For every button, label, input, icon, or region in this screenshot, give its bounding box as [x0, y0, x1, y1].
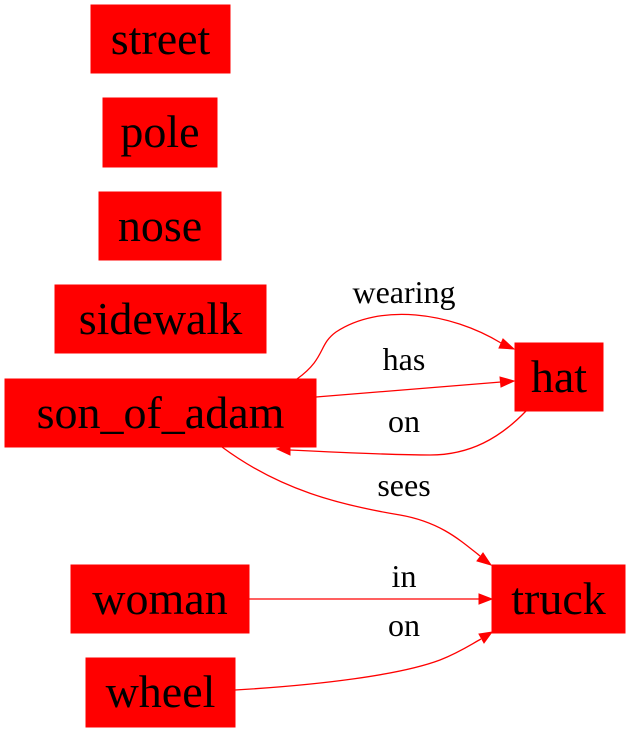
node-wheel: wheel [85, 657, 236, 728]
node-label-hat: hat [531, 351, 587, 402]
arrowhead-has [499, 376, 516, 388]
node-label-woman: woman [92, 573, 227, 624]
edge-son-of-adam-has-hat: has [315, 341, 516, 398]
node-pole: pole [102, 97, 218, 168]
edge-son-of-adam-sees-truck: sees [221, 446, 493, 566]
edge-woman-in-truck: in [249, 558, 494, 605]
edge-label-sees: sees [377, 467, 430, 503]
node-label-wheel: wheel [106, 666, 216, 717]
arrowhead-on-son-of-adam [275, 444, 291, 456]
node-label-son-of-adam: son_of_adam [37, 387, 285, 438]
node-nose: nose [98, 191, 222, 261]
edge-son-of-adam-wearing-hat: wearing [296, 274, 516, 380]
edge-label-on-wheel: on [388, 607, 420, 643]
edge-hat-on-son-of-adam: on [275, 403, 527, 456]
edge-label-in: in [392, 558, 417, 594]
edge-label-has: has [383, 341, 426, 377]
node-hat: hat [514, 342, 604, 412]
edge-label-wearing: wearing [352, 274, 455, 310]
arrowhead-in [478, 593, 494, 605]
node-sidewalk: sidewalk [54, 284, 267, 354]
arrowhead-sees [476, 552, 493, 566]
arrowhead-on-truck [478, 631, 494, 644]
edge-wheel-on-truck: on [234, 607, 494, 691]
node-label-street: street [111, 13, 211, 64]
node-truck: truck [491, 564, 626, 634]
edge-label-on-hat: on [388, 403, 420, 439]
node-woman: woman [70, 564, 250, 634]
node-label-pole: pole [120, 106, 199, 157]
node-son-of-adam: son_of_adam [4, 378, 317, 448]
node-label-truck: truck [511, 573, 606, 624]
arrowhead-wearing [498, 338, 516, 350]
node-label-sidewalk: sidewalk [79, 293, 243, 344]
node-street: street [90, 4, 231, 74]
node-label-nose: nose [118, 200, 202, 251]
